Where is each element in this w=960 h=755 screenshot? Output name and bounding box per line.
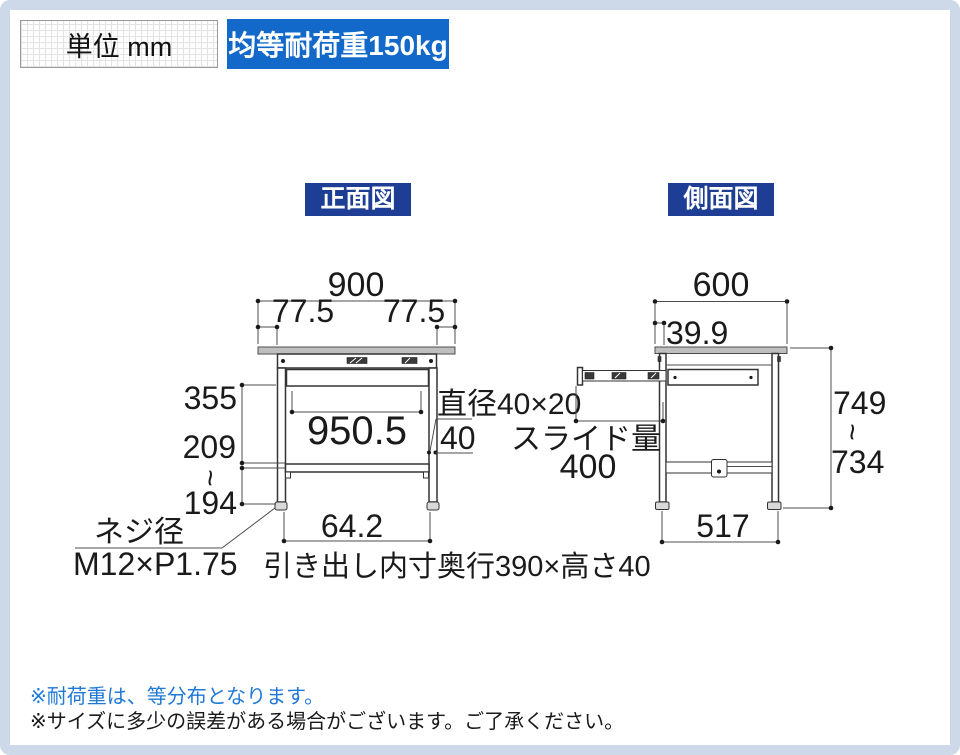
front-apron-screw-left <box>281 359 285 363</box>
front-screw-label-1: ネジ径 <box>94 516 184 549</box>
load-capacity-label: 均等耐荷重150kg <box>228 30 448 61</box>
side-height-max-label: 749 <box>833 385 886 421</box>
front-lower-height-min-label: 194 <box>184 485 237 521</box>
front-inset-left-label: 77.5 <box>272 293 334 329</box>
side-front-inset-label: 39.9 <box>666 315 728 351</box>
size-tolerance-note: ※サイズに多少の誤差がある場合がございます。ご了承ください。 <box>30 711 625 733</box>
front-inner-width-label: 950.5 <box>307 409 407 453</box>
front-crossbar-tab-left <box>285 471 291 479</box>
side-view-drawing <box>576 346 788 510</box>
side-tabletop <box>654 346 788 354</box>
front-crossbar <box>284 463 430 473</box>
front-drawer-front <box>285 368 430 387</box>
front-drawer-lock-icon <box>346 357 368 364</box>
load-capacity-badge: 均等耐荷重150kg <box>227 19 449 69</box>
front-pipe-size-label: 40 <box>440 420 476 456</box>
front-foot-span-label: 64.2 <box>321 508 383 544</box>
load-distribution-note: ※耐荷重は、等分布となります。 <box>30 686 325 708</box>
front-drawer-note: 引き出し内寸奥行390×高さ40 <box>263 550 651 583</box>
side-range-tilde: ~ <box>836 423 869 441</box>
front-screw-label-2: M12×P1.75 <box>73 546 238 582</box>
side-view-dimensions: 600 39.9 スライド量 400 749 ~ 734 <box>511 266 886 545</box>
front-crossbar-tab-right <box>423 471 429 479</box>
side-front-foot <box>655 501 670 510</box>
side-slide-value: 400 <box>560 448 617 486</box>
side-leg-bolt-rear <box>777 356 781 362</box>
side-leg-bolt-front <box>657 356 662 362</box>
front-tabletop <box>257 346 456 355</box>
side-slide-label: スライド量 <box>511 423 661 456</box>
side-depth-label: 600 <box>693 266 750 304</box>
front-drawer-handle-icon <box>401 357 418 364</box>
front-range-tilde: ~ <box>194 469 227 487</box>
side-rear-foot <box>767 501 782 510</box>
unit-badge: 単位 mm <box>20 20 218 68</box>
front-width-label: 900 <box>328 266 385 304</box>
front-inset-right-label: 77.5 <box>383 293 445 329</box>
side-slide-rail <box>576 366 667 386</box>
unit-badge-label: 単位 mm <box>65 31 173 62</box>
front-view-dimensions: 900 77.5 77.5 950.5 35 <box>73 266 651 583</box>
side-drawer-box <box>667 368 759 386</box>
side-height-min-label: 734 <box>831 444 884 480</box>
front-left-leg <box>276 367 287 503</box>
front-pipe-diameter-label: 直径40×20 <box>437 388 581 421</box>
side-leg-span-label: 517 <box>696 508 749 544</box>
side-rear-leg <box>771 352 780 503</box>
front-apron-screw-right <box>429 359 433 363</box>
side-view-title: 側面図 <box>668 183 774 216</box>
side-crossbar <box>665 459 773 478</box>
front-upper-height-label: 355 <box>184 380 237 416</box>
front-lower-height-max-label: 209 <box>183 429 236 465</box>
front-view-title: 正面図 <box>305 183 411 216</box>
front-right-foot <box>426 501 440 511</box>
front-left-foot <box>274 501 288 511</box>
